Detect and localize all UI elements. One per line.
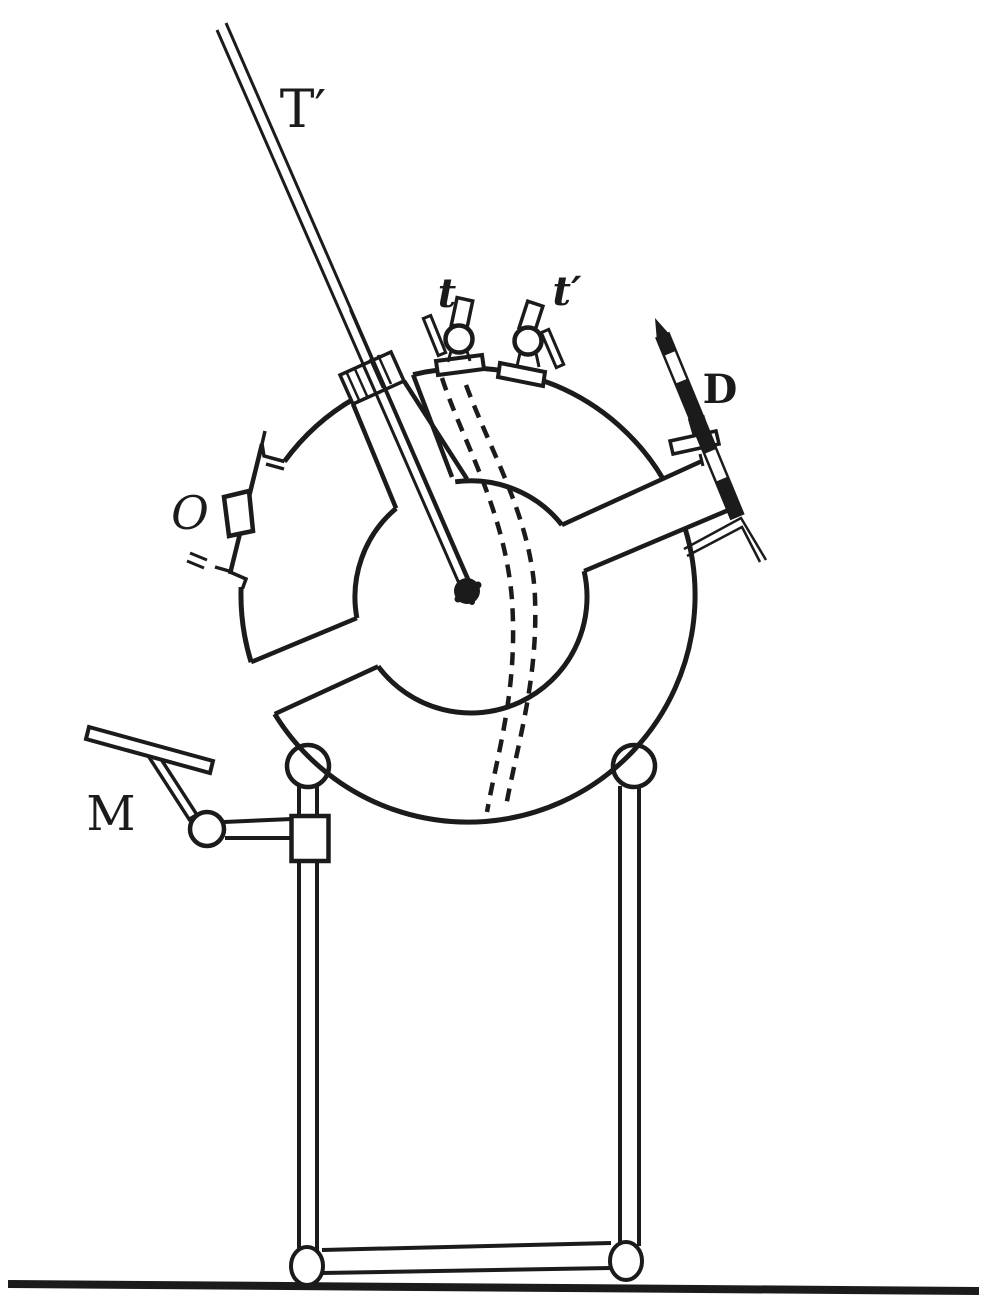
stopcock-t bbox=[421, 295, 487, 378]
rod-tip-black bbox=[655, 318, 676, 356]
viewing-port-boss bbox=[221, 488, 256, 539]
side-channel-lower-left bbox=[250, 616, 380, 717]
flanged-port-face bbox=[186, 430, 285, 590]
stopcock-t-prime bbox=[495, 298, 566, 389]
label-port-O: O bbox=[171, 486, 209, 540]
base-crossbar bbox=[321, 1241, 612, 1275]
igniter-rod bbox=[655, 318, 745, 521]
sample-dot bbox=[454, 578, 482, 605]
port-top-step bbox=[260, 430, 285, 471]
stopcock-t-prime-neck bbox=[515, 352, 541, 368]
label-rod-D: D bbox=[703, 366, 738, 413]
stopcock-t-lever bbox=[421, 313, 448, 358]
feed-tube bbox=[215, 22, 472, 589]
tube-sleeve bbox=[337, 349, 469, 510]
pivot-knob bbox=[187, 809, 227, 849]
right-foot bbox=[608, 1240, 644, 1282]
stopcock-t-base bbox=[433, 352, 487, 378]
stopcock-t-prime-base bbox=[495, 360, 548, 389]
stopcock-t-prime-lever bbox=[539, 327, 566, 370]
left-foot bbox=[289, 1245, 325, 1287]
stopcock-t-neck bbox=[446, 350, 472, 363]
rod-mid-black bbox=[675, 378, 717, 454]
ground-line bbox=[7, 1280, 980, 1295]
port-tick-marks bbox=[186, 551, 208, 570]
handle-lever-bar bbox=[83, 724, 216, 776]
trunnion-ball-right bbox=[610, 742, 658, 790]
slide-block bbox=[289, 813, 331, 864]
outlet-bracket bbox=[683, 516, 768, 563]
label-stopcock-t: t bbox=[438, 270, 457, 317]
label-handle-M: M bbox=[86, 786, 135, 842]
left-leg bbox=[297, 786, 319, 1251]
handle-mechanism bbox=[83, 724, 331, 864]
stopcock-t-prime-body bbox=[512, 325, 544, 357]
link-rod bbox=[223, 817, 293, 840]
label-stopcock-t-prime: t′ bbox=[552, 268, 581, 315]
funnel-wall bbox=[410, 373, 455, 478]
stopcock-t-body bbox=[443, 323, 475, 355]
inner-chamber-wall bbox=[352, 478, 590, 716]
rod-end-black bbox=[715, 476, 743, 519]
port-bottom-step bbox=[214, 565, 249, 590]
label-tube-T-prime: T′ bbox=[280, 80, 327, 140]
sleeve-left-wall bbox=[350, 403, 399, 510]
trunnion-ball-left bbox=[284, 742, 332, 790]
side-channel-upper-right bbox=[560, 458, 732, 574]
dashed-internal-duct bbox=[439, 377, 538, 813]
right-leg bbox=[618, 786, 641, 1246]
